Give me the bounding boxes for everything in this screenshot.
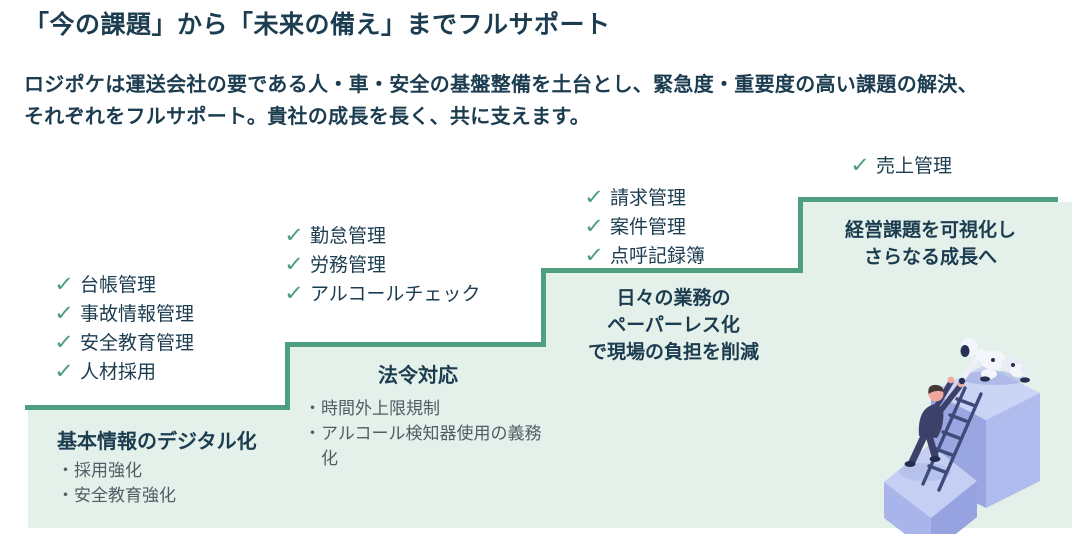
check-icon: ✓ <box>284 251 305 276</box>
check-item-label: 売上管理 <box>876 155 953 177</box>
ladder-illustration <box>921 386 983 492</box>
step2-bullets: ・ 時間外上限規制 ・ アルコール検知器使用の義務化 <box>304 397 548 472</box>
subtitle-line-1: ロジポケは運送会社の要である人・車・安全の基盤整備を土台とし、緊急度・重要度の高… <box>24 72 978 96</box>
list-item: ✓ 売上管理 <box>850 150 952 179</box>
step4-checklist: ✓ 売上管理 <box>850 150 952 179</box>
step4-title-line: 経営課題を可視化し <box>844 219 1016 241</box>
step1-checklist: ✓ 台帳管理 ✓ 事故情報管理 ✓ 安全教育管理 ✓ 人材採用 <box>54 269 194 385</box>
list-item: ✓ 勤怠管理 <box>284 220 480 249</box>
bullet-item: ・ 安全教育強化 <box>57 484 176 509</box>
list-item: ✓ 労務管理 <box>284 249 480 278</box>
subtitle-line-2: それぞれをフルサポート。貴社の成長を長く、共に支えます。 <box>24 104 590 128</box>
step3-title: 日々の業務の ペーパーレス化 で現場の負担を削減 <box>546 285 801 366</box>
list-item: ✓ 請求管理 <box>584 182 705 211</box>
check-icon: ✓ <box>54 271 75 296</box>
check-icon: ✓ <box>584 242 605 267</box>
bullet-icon: ・ <box>304 424 321 444</box>
list-item: ✓ アルコールチェック <box>284 278 480 307</box>
check-item-label: 事故情報管理 <box>80 303 195 325</box>
bullet-label: アルコール検知器使用の義務化 <box>321 424 542 469</box>
list-item: ✓ 人材採用 <box>54 356 194 385</box>
bullet-label: 時間外上限規制 <box>321 399 440 419</box>
check-item-label: 台帳管理 <box>80 274 157 296</box>
bullet-icon: ・ <box>57 461 74 481</box>
bullet-item: ・ 採用強化 <box>57 459 176 484</box>
check-icon: ✓ <box>584 184 605 209</box>
step3-title-line: で現場の負担を削減 <box>587 341 759 363</box>
bullet-label: 安全教育強化 <box>74 486 176 506</box>
check-item-label: 安全教育管理 <box>80 332 195 354</box>
check-icon: ✓ <box>54 329 75 354</box>
short-block-illustration <box>884 444 977 534</box>
person-illustration <box>904 376 965 467</box>
list-item: ✓ 事故情報管理 <box>54 298 194 327</box>
check-item-label: 請求管理 <box>610 187 687 209</box>
robot-illustration <box>958 337 1030 385</box>
bullet-label: 採用強化 <box>74 461 142 481</box>
step2-checklist: ✓ 勤怠管理 ✓ 労務管理 ✓ アルコールチェック <box>284 220 480 307</box>
bullet-icon: ・ <box>57 486 74 506</box>
step1-bullets: ・ 採用強化 ・ 安全教育強化 <box>57 459 176 509</box>
step4-title: 経営課題を可視化し さらなる成長へ <box>803 217 1058 271</box>
staircase-fill <box>28 202 1072 528</box>
check-item-label: 案件管理 <box>610 216 687 238</box>
list-item: ✓ 安全教育管理 <box>54 327 194 356</box>
check-icon: ✓ <box>54 358 75 383</box>
check-icon: ✓ <box>284 280 305 305</box>
staircase-border <box>25 197 1058 410</box>
growth-illustration <box>884 337 1040 534</box>
bullet-item: ・ 時間外上限規制 <box>304 397 548 422</box>
step3-title-line: ペーパーレス化 <box>607 314 740 336</box>
check-icon: ✓ <box>54 300 75 325</box>
page-title: 「今の課題」から「未来の備え」までフルサポート <box>24 10 611 39</box>
check-item-label: アルコールチェック <box>310 283 481 305</box>
list-item: ✓ 案件管理 <box>584 211 705 240</box>
step2-title: 法令対応 <box>378 363 458 387</box>
step1-title: 基本情報のデジタル化 <box>57 429 257 453</box>
bullet-icon: ・ <box>304 399 321 419</box>
check-item-label: 点呼記録簿 <box>610 245 706 267</box>
step4-title-line: さらなる成長へ <box>863 246 997 268</box>
check-icon: ✓ <box>584 213 605 238</box>
check-item-label: 労務管理 <box>310 254 387 276</box>
list-item: ✓ 点呼記録簿 <box>584 240 705 269</box>
bullet-item: ・ アルコール検知器使用の義務化 <box>304 422 548 472</box>
check-icon: ✓ <box>850 152 871 177</box>
step3-checklist: ✓ 請求管理 ✓ 案件管理 ✓ 点呼記録簿 <box>584 182 705 269</box>
check-item-label: 人材採用 <box>80 361 157 383</box>
list-item: ✓ 台帳管理 <box>54 269 194 298</box>
step3-title-line: 日々の業務の <box>616 287 731 309</box>
check-icon: ✓ <box>284 222 305 247</box>
check-item-label: 勤怠管理 <box>310 225 387 247</box>
page-subtitle: ロジポケは運送会社の要である人・車・安全の基盤整備を土台とし、緊急度・重要度の高… <box>24 68 978 132</box>
